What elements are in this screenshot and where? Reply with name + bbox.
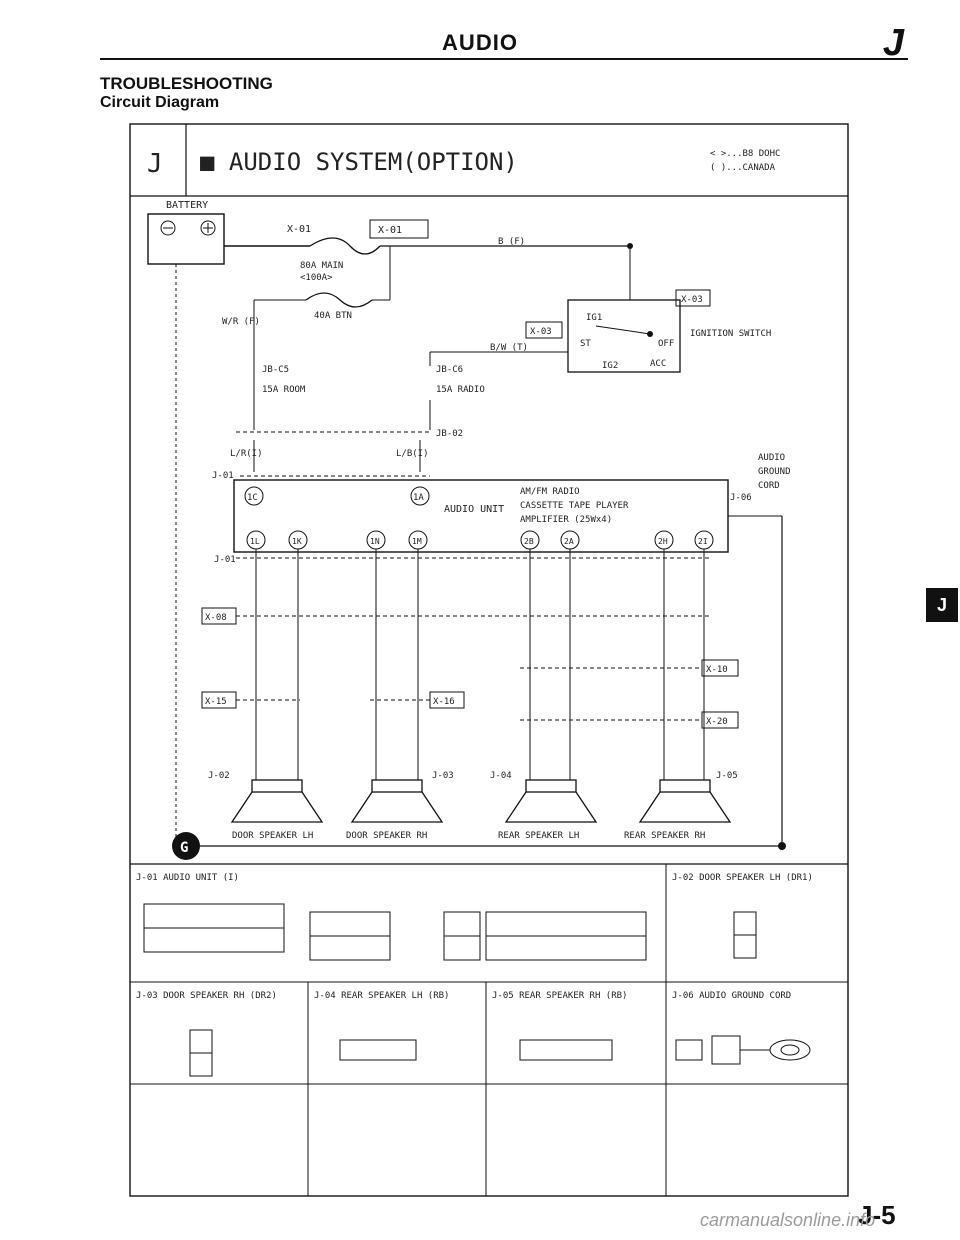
diagram-frame: [129, 123, 849, 1197]
audio-unit-label: AUDIO UNIT: [444, 504, 504, 515]
conn-jb-02: JB-02: [436, 429, 463, 439]
audio-unit-box: [233, 479, 729, 553]
ground-g-icon: [172, 832, 200, 860]
table-j03-title: J-03 DOOR SPEAKER RH (DR2): [136, 991, 277, 1001]
svg-text:1C: 1C: [247, 493, 258, 503]
table-j04-title: J-04 REAR SPEAKER LH (RB): [314, 991, 449, 1001]
speaker-door-rh: DOOR SPEAKER RH: [346, 831, 427, 841]
wire-lb-label: L/B(I): [396, 449, 429, 459]
battery-symbol: [147, 213, 225, 265]
ground-label-2: GROUND: [758, 467, 791, 477]
conn-x20: X-20: [706, 717, 728, 727]
conn-x16: X-16: [433, 697, 455, 707]
svg-text:2B: 2B: [524, 537, 534, 546]
conn-j01-bottom: J-01: [214, 555, 236, 565]
header-rule: [100, 58, 908, 60]
svg-text:1L: 1L: [250, 537, 260, 546]
conn-j01-top: J-01: [212, 471, 234, 481]
fuse-100a: <100A>: [300, 273, 333, 283]
table-j05-title: J-05 REAR SPEAKER RH (RB): [492, 991, 627, 1001]
svg-text:ST: ST: [580, 339, 591, 349]
conn-x03-switch: X-03: [681, 295, 703, 305]
fuse-40a-btn: 40A BTN: [314, 311, 352, 321]
table-j06-title: J-06 AUDIO GROUND CORD: [672, 991, 791, 1001]
conn-x10: X-10: [706, 665, 728, 675]
watermark: carmanualsonline.info: [700, 1210, 876, 1230]
legend-dohc: < >...B8 DOHC: [710, 149, 780, 159]
diagram-title: ■ AUDIO SYSTEM(OPTION): [200, 148, 518, 176]
svg-text:IG2: IG2: [602, 361, 618, 371]
connector-shapes: [143, 903, 811, 1077]
ground-label-3: CORD: [758, 481, 780, 491]
section-letter: J: [882, 22, 904, 64]
fuse-15a-radio: 15A RADIO: [436, 385, 485, 395]
svg-text:ACC: ACC: [650, 359, 666, 369]
svg-text:G: G: [180, 840, 188, 856]
table-j01-title: J-01 AUDIO UNIT (I): [136, 873, 239, 883]
page-number: J-5: [858, 1200, 896, 1230]
fuse-x01-right: X-01: [378, 225, 402, 236]
ignition-switch: [567, 299, 681, 373]
conn-x03-bw: X-03: [530, 327, 552, 337]
wire-lr-label: L/R(I): [230, 449, 263, 459]
svg-text:2I: 2I: [698, 537, 708, 546]
svg-text:2A: 2A: [564, 537, 574, 546]
section-subtitle: Circuit Diagram: [100, 94, 220, 111]
speaker-rear-lh: REAR SPEAKER LH: [498, 831, 579, 841]
speaker-symbols: [230, 779, 732, 823]
audio-unit-desc-1: AM/FM RADIO: [520, 487, 580, 497]
conn-x15: X-15: [205, 697, 227, 707]
conn-jb-c6: JB-C6: [436, 365, 463, 375]
side-tab: J: [926, 588, 958, 622]
wire-wr-label: W/R (F): [222, 317, 260, 327]
table-j02-title: J-02 DOOR SPEAKER LH (DR1): [672, 873, 813, 883]
speaker-rear-rh: REAR SPEAKER RH: [624, 831, 705, 841]
conn-jb-c5: JB-C5: [262, 365, 289, 375]
fuse-80a-main: 80A MAIN: [300, 261, 343, 271]
svg-text:1M: 1M: [412, 537, 422, 546]
svg-text:1A: 1A: [413, 493, 424, 503]
ignition-label: IGNITION SWITCH: [690, 329, 771, 339]
speaker-door-lh: DOOR SPEAKER LH: [232, 831, 313, 841]
audio-unit-desc-3: AMPLIFIER (25Wx4): [520, 515, 612, 525]
conn-x08: X-08: [205, 613, 227, 623]
conn-j03: J-03: [432, 771, 454, 781]
fuse-x01-left: X-01: [287, 224, 311, 235]
section-title: TROUBLESHOOTING: [100, 74, 273, 93]
conn-j04: J-04: [490, 771, 512, 781]
conn-j05: J-05: [716, 771, 738, 781]
diagram-tag: J: [147, 149, 163, 179]
svg-text:IG1: IG1: [586, 313, 602, 323]
battery-label: BATTERY: [166, 200, 208, 211]
svg-text:OFF: OFF: [658, 339, 674, 349]
page-header-title: AUDIO: [442, 30, 518, 55]
wire-bw-label: B/W (T): [490, 343, 528, 353]
svg-text:1N: 1N: [370, 537, 380, 546]
audio-unit-pins: 1L 1K 1N 1M 2B 2A 2H 2I: [246, 530, 714, 550]
svg-text:1K: 1K: [292, 537, 302, 546]
audio-unit-desc-2: CASSETTE TAPE PLAYER: [520, 501, 629, 511]
wire-b-label: B (F): [498, 237, 525, 247]
ground-label-1: AUDIO: [758, 453, 785, 463]
legend-canada: ( )...CANADA: [710, 163, 776, 173]
conn-j02: J-02: [208, 771, 230, 781]
fuse-15a-room: 15A ROOM: [262, 385, 306, 395]
conn-j06: J-06: [730, 493, 752, 503]
svg-text:2H: 2H: [658, 537, 668, 546]
